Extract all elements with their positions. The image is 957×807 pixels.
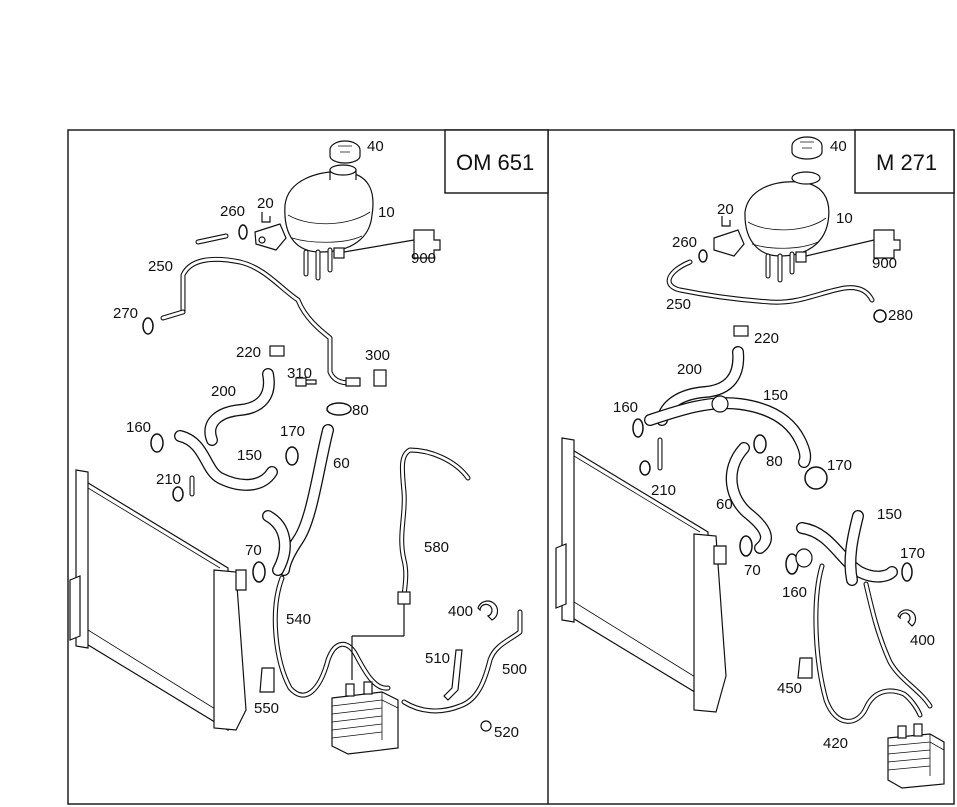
part-number-label: 70 (744, 562, 761, 579)
part-number-label: 250 (148, 258, 173, 275)
seal-ring-70-icon (252, 561, 266, 583)
clamp-400-icon (897, 609, 917, 627)
seal-ring-170-icon (804, 466, 828, 490)
clip-20-icon (721, 216, 731, 227)
part-number-label: 150 (237, 447, 262, 464)
hose-580-icon (399, 447, 471, 601)
part-number-label: 160 (782, 584, 807, 601)
bracket-510-icon (443, 649, 463, 701)
seal-ring-260-icon (238, 224, 248, 240)
part-number-label: 510 (425, 650, 450, 667)
panel-m271: M 271 (555, 129, 955, 789)
part-number-label: 900 (411, 250, 436, 267)
part-number-label: 540 (286, 611, 311, 628)
oil-cooler-icon (887, 723, 945, 789)
cap-icon (329, 140, 361, 164)
bolt-520-icon (480, 720, 492, 732)
seal-ring-160-icon (150, 433, 164, 453)
bracket-550-icon (259, 667, 275, 693)
clip-220-icon (269, 345, 285, 357)
part-number-label: 10 (836, 210, 853, 227)
seal-ring-80-icon (326, 402, 352, 416)
seal-ring-80-icon (753, 434, 767, 454)
seal-ring-170-lower-icon (901, 562, 913, 582)
part-number-label: 40 (830, 138, 847, 155)
seal-ring-210-icon (639, 460, 651, 476)
part-number-label: 210 (156, 471, 181, 488)
part-number-label: 40 (367, 138, 384, 155)
part-number-label: 580 (424, 539, 449, 556)
expansion-tank-icon (713, 171, 830, 283)
part-number-label: 200 (677, 361, 702, 378)
seal-ring-70-icon (739, 535, 753, 557)
part-number-label: 250 (666, 296, 691, 313)
engine-label-box (444, 129, 549, 194)
part-number-label: 220 (754, 330, 779, 347)
part-number-label: 70 (245, 542, 262, 559)
bracket-450-icon (797, 657, 813, 679)
part-number-label: 300 (365, 347, 390, 364)
bracket-900-icon (413, 229, 441, 259)
radiator-icon (555, 437, 727, 713)
part-number-label: 310 (287, 365, 312, 382)
part-number-label: 150 (763, 387, 788, 404)
radiator-icon (69, 469, 247, 732)
part-number-label: 80 (766, 453, 783, 470)
part-number-label: 200 (211, 383, 236, 400)
seal-ring-210-icon (172, 486, 184, 502)
vent-hose-250-icon (180, 256, 355, 386)
cap-icon (791, 136, 823, 160)
panel-om651: OM 651 (69, 129, 549, 755)
part-number-label: 450 (777, 680, 802, 697)
part-number-label: 220 (236, 344, 261, 361)
part-number-label: 400 (910, 632, 935, 649)
part-number-label: 280 (888, 307, 913, 324)
vent-hose-250-icon (666, 259, 875, 305)
seal-ring-270-icon (142, 317, 154, 335)
seal-ring-260-icon (698, 249, 708, 263)
part-number-label: 10 (378, 204, 395, 221)
engine-label: M 271 (876, 150, 937, 175)
seal-ring-160-icon (632, 418, 644, 438)
clamp-400-icon (477, 600, 499, 621)
part-number-label: 210 (651, 482, 676, 499)
part-number-label: 160 (126, 419, 151, 436)
part-number-label: 60 (716, 496, 733, 513)
part-number-label: 550 (254, 700, 279, 717)
seal-ring-280-icon (873, 309, 887, 323)
part-number-label: 20 (257, 195, 274, 212)
part-number-label: 60 (333, 455, 350, 472)
part-number-label: 170 (900, 545, 925, 562)
part-number-label: 260 (220, 203, 245, 220)
part-number-label: 520 (494, 724, 519, 741)
part-number-label: 270 (113, 305, 138, 322)
part-number-label: 500 (502, 661, 527, 678)
expansion-tank-icon (254, 164, 374, 281)
part-number-label: 260 (672, 234, 697, 251)
connector-300-icon (373, 369, 387, 387)
part-number-label: 400 (448, 603, 473, 620)
part-number-label: 170 (280, 423, 305, 440)
engine-label: OM 651 (456, 150, 534, 175)
part-number-label: 170 (827, 457, 852, 474)
seal-ring-170-icon (285, 446, 299, 466)
bracket-900-icon (873, 229, 901, 259)
part-number-label: 20 (717, 201, 734, 218)
part-number-label: 420 (823, 735, 848, 752)
part-number-label: 150 (877, 506, 902, 523)
engine-label-box (854, 129, 955, 194)
bolt-310-icon (295, 377, 317, 387)
oil-cooler-icon (331, 681, 399, 755)
clip-220-icon (733, 325, 749, 337)
clip-20-icon (261, 212, 271, 223)
part-number-label: 80 (352, 402, 369, 419)
part-number-label: 900 (872, 255, 897, 272)
part-number-label: 160 (613, 399, 638, 416)
